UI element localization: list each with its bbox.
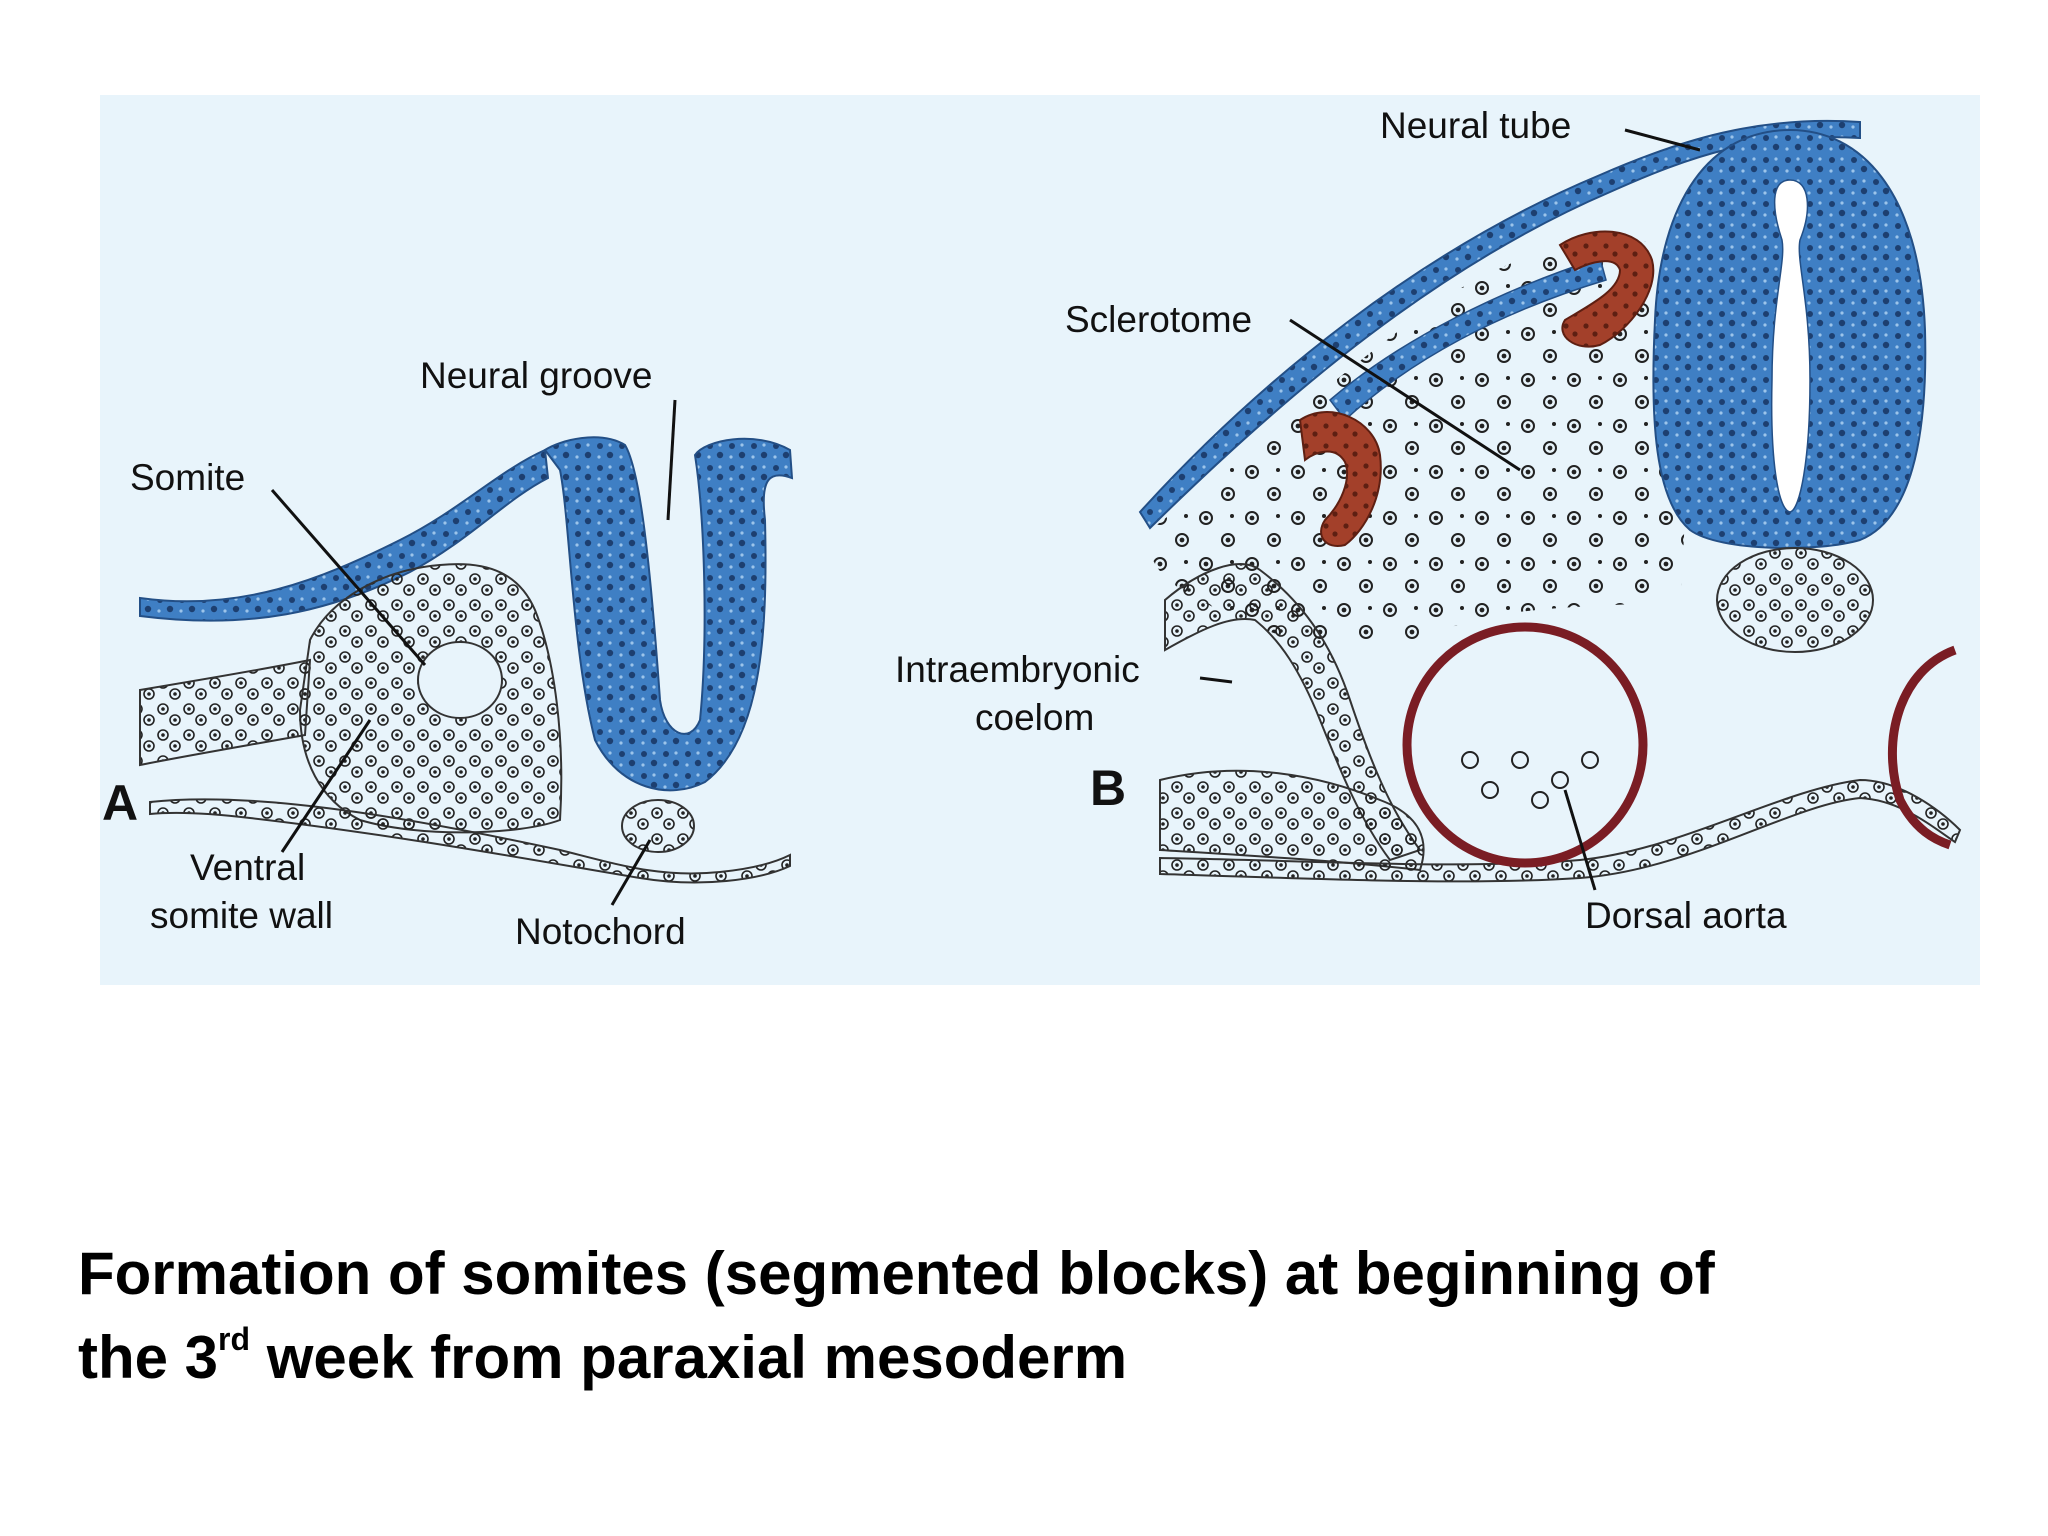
label-sclerotome: Sclerotome <box>1065 299 1252 340</box>
blood-cells <box>1461 751 1599 809</box>
vessel-arc-right <box>1888 645 1957 850</box>
leader-intraembryonic-coelom <box>1199 676 1233 684</box>
caption-line1: Formation of somites (segmented blocks) … <box>78 1240 1715 1307</box>
sclerotome-shape-lower <box>1298 411 1382 547</box>
label-neural-tube: Neural tube <box>1380 105 1571 146</box>
somatopleure-b <box>1159 769 1425 872</box>
lateral-mesoderm-a <box>139 658 312 767</box>
leader-somite <box>270 489 427 666</box>
leader-neural-tube <box>1624 128 1701 152</box>
mesenchyme-mass <box>1149 236 1687 648</box>
label-intraembryonic-coelom-line2: coelom <box>975 697 1094 738</box>
label-dorsal-aorta: Dorsal aorta <box>1585 895 1787 936</box>
leader-neural-groove <box>666 399 677 521</box>
ectoderm-layer-a <box>139 448 550 622</box>
label-somite: Somite <box>130 457 245 498</box>
leader-sclerotome <box>1289 318 1521 472</box>
label-notochord: Notochord <box>515 911 686 952</box>
caption-ordinal-superscript: rd <box>218 1321 251 1357</box>
notochord-b <box>1716 547 1874 653</box>
panel-b: B Neural tube Sclerotome Intraembryonic … <box>895 105 1962 936</box>
leader-notochord <box>610 839 652 906</box>
panel-letter-a: A <box>102 775 138 831</box>
figure-caption: Formation of somites (segmented blocks) … <box>78 1232 1998 1400</box>
caption-line2-start: the 3 <box>78 1324 219 1391</box>
label-intraembryonic-coelom-line1: Intraembryonic <box>895 649 1140 690</box>
label-neural-groove: Neural groove <box>420 355 652 396</box>
sclerotome-shape-upper <box>1558 230 1655 348</box>
panel-a: A Somite Neural groove Ventral somite wa… <box>102 355 794 952</box>
caption-line2-end: week from paraxial mesoderm <box>250 1324 1128 1391</box>
neural-canal <box>1770 179 1811 513</box>
somite-cavity <box>417 641 503 719</box>
ectoderm-layer-b <box>1138 119 1861 530</box>
leader-ventral-somite-wall <box>280 719 372 853</box>
panel-letter-b: B <box>1090 760 1126 816</box>
leader-dorsal-aorta <box>1563 789 1597 891</box>
label-ventral-somite-wall-line1: Ventral <box>190 847 305 888</box>
dorsal-aorta-vessel <box>1402 622 1648 868</box>
notochord-shape <box>621 799 695 853</box>
endoderm-layer-a <box>149 798 791 884</box>
neural-groove-tissue <box>543 436 794 792</box>
label-ventral-somite-wall-line2: somite wall <box>150 895 333 936</box>
dermomyotome-band <box>1328 257 1607 422</box>
